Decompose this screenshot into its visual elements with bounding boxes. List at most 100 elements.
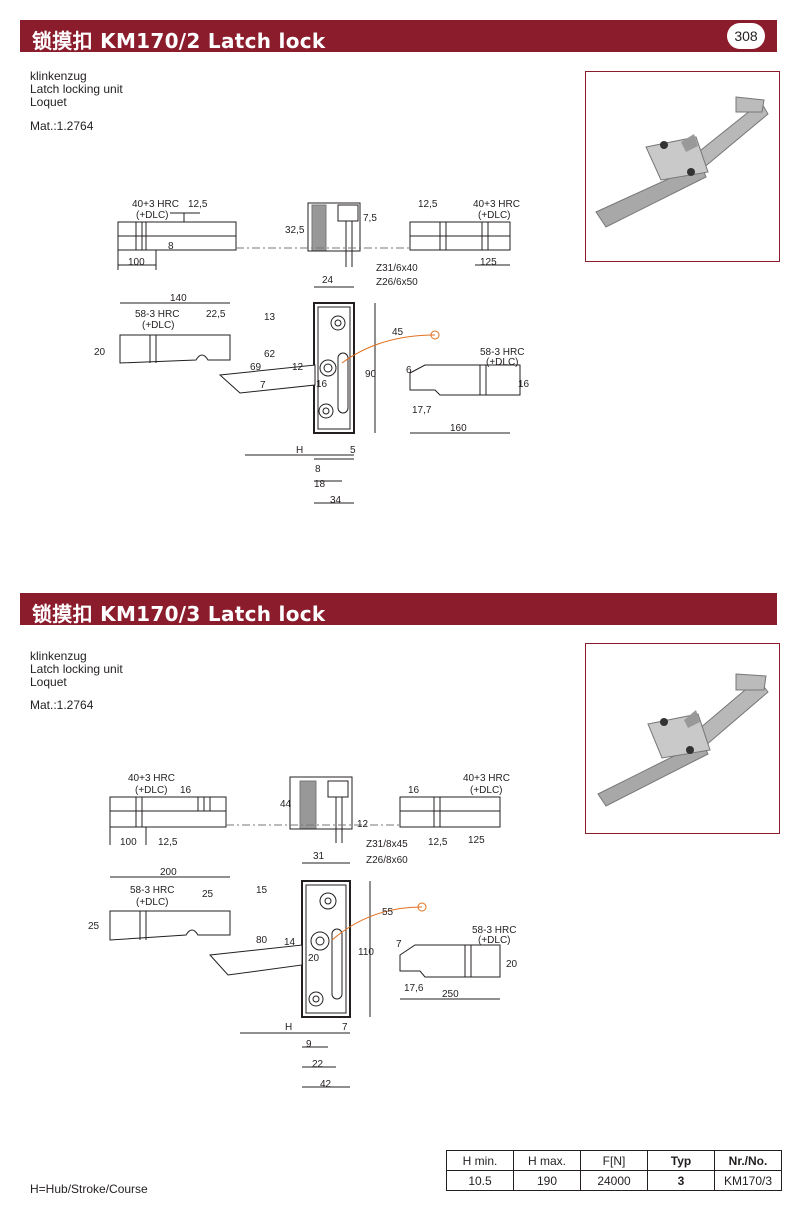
description-1: klinkenzug Latch locking unit Loquet — [30, 70, 123, 109]
dim-31: 31 — [313, 851, 325, 862]
dim-17-6: 17,6 — [404, 983, 424, 994]
th-force: F[N] — [580, 1150, 648, 1171]
dim-22: 22 — [312, 1059, 324, 1070]
dim-12-top: 12 — [357, 819, 369, 830]
th-hmin: H min. — [446, 1150, 514, 1171]
dim-hrc-58-left: 58-3 HRC — [135, 309, 179, 320]
dim-16-top-left: 16 — [180, 785, 192, 796]
dim-18: 18 — [314, 479, 326, 490]
technical-drawing-2: 40+3 HRC (+DLC) 16 100 12,5 44 12 Z31/8x… — [88, 773, 518, 1090]
dim-dlc-top-left: (+DLC) — [135, 785, 168, 796]
dim-6: 6 — [406, 365, 412, 376]
dim-8-top-left: 8 — [168, 241, 174, 252]
screw-spec-1: Z31/8x45 — [366, 839, 408, 850]
table-header-row: H min. H max. F[N] Typ Nr./No. — [446, 1150, 782, 1171]
dim-H: H — [285, 1022, 292, 1033]
td-nr: KM170/3 — [714, 1170, 782, 1191]
section-banner-2: 锁摸扣 KM170/3 Latch lock — [20, 593, 777, 626]
dim-55: 55 — [382, 907, 394, 918]
desc-de: klinkenzug — [30, 69, 87, 83]
desc-en: Latch locking unit — [30, 82, 123, 96]
th-typ: Typ — [647, 1150, 715, 1171]
footnote: H=Hub/Stroke/Course — [30, 1182, 148, 1196]
td-typ: 3 — [647, 1170, 715, 1191]
dim-8-bottom: 8 — [315, 464, 321, 475]
dim-110: 110 — [358, 947, 374, 958]
dim-69: 69 — [250, 362, 262, 373]
product-photo-1 — [585, 71, 780, 262]
td-force: 24000 — [580, 1170, 648, 1191]
dim-24: 24 — [322, 275, 334, 286]
dim-100: 100 — [128, 257, 145, 268]
dim-200: 200 — [160, 867, 177, 878]
th-hmax: H max. — [513, 1150, 581, 1171]
dim-90: 90 — [365, 369, 377, 380]
dim-44: 44 — [280, 799, 292, 810]
dim-13: 13 — [264, 312, 276, 323]
technical-drawing-1: 40+3 HRC (+DLC) 12,5 100 8 32,5 7,5 Z31/… — [94, 199, 530, 506]
dim-dlc-left: (+DLC) — [136, 897, 169, 908]
latch-photo-image — [595, 96, 769, 228]
material: Mat.:1.2764 — [30, 698, 94, 712]
dim-hrc-top-right: 40+3 HRC — [463, 773, 510, 784]
latch-photo-image — [597, 673, 769, 807]
screw-spec-2: Z26/8x60 — [366, 855, 408, 866]
dim-12-5-top-left: 12,5 — [188, 199, 208, 210]
desc-fr: Loquet — [30, 95, 67, 109]
screw-spec-1: Z31/6x40 — [376, 263, 418, 274]
section-title: 锁摸扣 KM170/3 Latch lock — [32, 602, 326, 626]
dim-32-5: 32,5 — [285, 225, 305, 236]
dim-hrc-58-right: 58-3 HRC — [480, 347, 524, 358]
dim-17-7: 17,7 — [412, 405, 432, 416]
desc-fr: Loquet — [30, 675, 67, 689]
dim-7-right: 7 — [396, 939, 402, 950]
page-number: 308 — [727, 23, 765, 49]
dim-34: 34 — [330, 495, 342, 506]
description-2: klinkenzug Latch locking unit Loquet — [30, 650, 123, 689]
dim-15: 15 — [256, 885, 268, 896]
dim-14: 14 — [284, 937, 296, 948]
dim-hrc-58-left: 58-3 HRC — [130, 885, 174, 896]
dim-16-right: 16 — [518, 379, 530, 390]
dim-160: 160 — [450, 423, 467, 434]
dim-12-5-right: 12,5 — [428, 837, 448, 848]
spec-table: H min. H max. F[N] Typ Nr./No. 10.5 190 … — [446, 1150, 782, 1191]
dim-hrc-58-right: 58-3 HRC — [472, 925, 516, 936]
desc-en: Latch locking unit — [30, 662, 123, 676]
dim-100: 100 — [120, 837, 137, 848]
dim-dlc-top-right: (+DLC) — [470, 785, 503, 796]
dim-dlc-right: (+DLC) — [478, 935, 511, 946]
dim-140: 140 — [170, 293, 187, 304]
dim-hrc-top-left: 40+3 HRC — [132, 199, 179, 210]
dim-16-top-right: 16 — [408, 785, 420, 796]
material: Mat.:1.2764 — [30, 119, 94, 133]
dim-20: 20 — [308, 953, 320, 964]
table-row: 10.5 190 24000 3 KM170/3 — [446, 1170, 782, 1191]
dim-7-5: 7,5 — [363, 213, 377, 224]
dim-7: 7 — [260, 380, 266, 391]
dim-16: 16 — [316, 379, 328, 390]
dim-12-5-top-right: 12,5 — [418, 199, 438, 210]
dim-5: 5 — [350, 445, 356, 456]
dim-22-5: 22,5 — [206, 309, 226, 320]
dim-7-bottom: 7 — [342, 1022, 348, 1033]
dim-H: H — [296, 445, 303, 456]
dim-25-left: 25 — [88, 921, 100, 932]
dim-62: 62 — [264, 349, 276, 360]
product-photo-2 — [585, 643, 780, 834]
section-banner-1: 锁摸扣 KM170/2 Latch lock 308 — [20, 20, 777, 53]
section-title: 锁摸扣 KM170/2 Latch lock — [32, 29, 326, 53]
dim-20-right: 20 — [506, 959, 518, 970]
dim-125: 125 — [468, 835, 485, 846]
dim-hrc-top-left: 40+3 HRC — [128, 773, 175, 784]
dim-20: 20 — [94, 347, 106, 358]
dim-250: 250 — [442, 989, 459, 1000]
dim-9: 9 — [306, 1039, 312, 1050]
dim-125: 125 — [480, 257, 497, 268]
dim-dlc-left: (+DLC) — [142, 320, 175, 331]
td-hmax: 190 — [513, 1170, 581, 1191]
dim-45: 45 — [392, 327, 404, 338]
dim-dlc-top-left: (+DLC) — [136, 210, 169, 221]
td-hmin: 10.5 — [446, 1170, 514, 1191]
dim-12-5-left: 12,5 — [158, 837, 178, 848]
